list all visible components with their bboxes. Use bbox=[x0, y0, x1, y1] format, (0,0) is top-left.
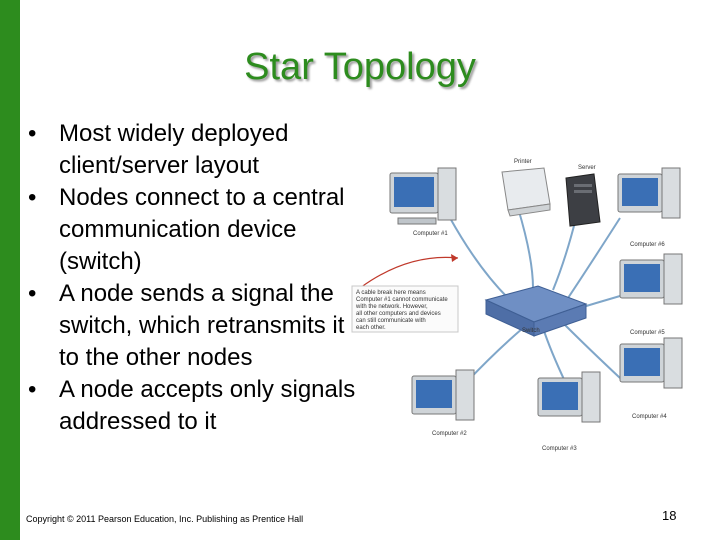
bullet-item: A node sends a signal the switch, which … bbox=[28, 278, 358, 374]
callout-line: all other computers and devices bbox=[356, 311, 441, 317]
computer-2: Computer #2 bbox=[411, 369, 475, 437]
computer-6-label: Computer #6 bbox=[630, 242, 665, 248]
slide-title: Star Topology bbox=[244, 46, 476, 88]
left-accent-bar bbox=[0, 0, 20, 540]
computer-5: Computer #5 bbox=[619, 253, 683, 336]
cable-break-callout: A cable break here means Computer #1 can… bbox=[351, 285, 459, 333]
callout-line: Computer #1 cannot communicate bbox=[356, 297, 448, 303]
computer-3-label: Computer #3 bbox=[542, 446, 577, 452]
page-number: 18 bbox=[662, 508, 677, 523]
callout-line: A cable break here means bbox=[356, 290, 426, 296]
computer-4: Computer #4 bbox=[619, 337, 683, 420]
callout-line: can still communicate with bbox=[356, 318, 426, 324]
computer-4-label: Computer #4 bbox=[632, 414, 667, 420]
bullet-list: Most widely deployed client/server layou… bbox=[28, 118, 358, 438]
network-switch: Switch bbox=[484, 285, 588, 337]
server: Server bbox=[565, 165, 601, 227]
callout-line: each other. bbox=[356, 325, 386, 331]
server-label: Server bbox=[578, 165, 596, 171]
bullet-item: Most widely deployed client/server layou… bbox=[28, 118, 358, 182]
computer-1: Computer #1 bbox=[389, 167, 457, 237]
computer-3: Computer #3 bbox=[537, 371, 601, 452]
computer-6: Computer #6 bbox=[617, 167, 681, 248]
copyright-footer: Copyright © 2011 Pearson Education, Inc.… bbox=[26, 514, 304, 524]
star-topology-diagram: Computer #1 Printer Server Computer #6 C… bbox=[351, 159, 683, 452]
bullet-item: A node accepts only signals addressed to… bbox=[28, 374, 358, 438]
printer-label: Printer bbox=[514, 159, 532, 165]
bullet-item: Nodes connect to a central communication… bbox=[28, 182, 358, 278]
cable-break-arrow bbox=[359, 256, 459, 289]
computer-2-label: Computer #2 bbox=[432, 431, 467, 437]
arrow-head-icon bbox=[451, 254, 458, 262]
switch-label: Switch bbox=[522, 328, 540, 334]
computer-1-label: Computer #1 bbox=[413, 231, 448, 237]
callout-line: with the network. However, bbox=[355, 304, 428, 310]
printer: Printer bbox=[501, 159, 551, 217]
computer-5-label: Computer #5 bbox=[630, 330, 665, 336]
